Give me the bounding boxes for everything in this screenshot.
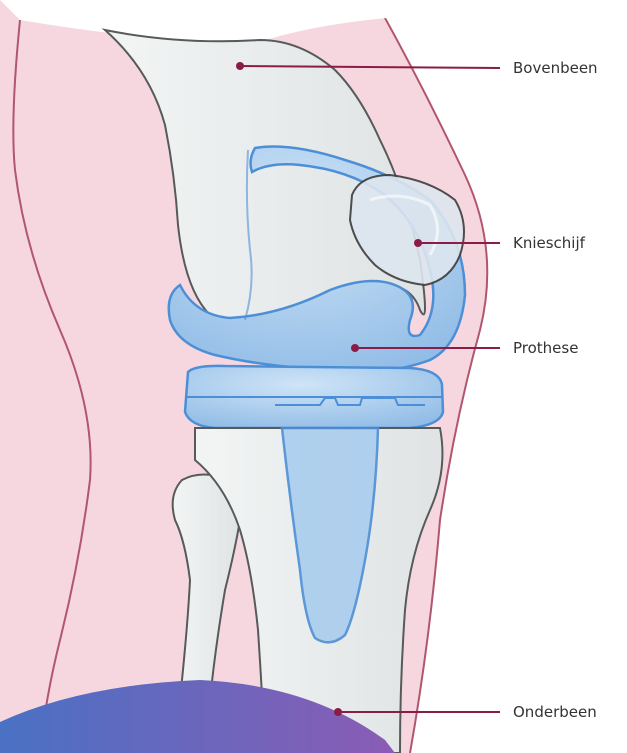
label-patella: Knieschijf xyxy=(513,234,586,252)
label-tibia: Onderbeen xyxy=(513,703,597,721)
label-prosthesis: Prothese xyxy=(513,339,578,357)
label-femur: Bovenbeen xyxy=(513,59,598,77)
